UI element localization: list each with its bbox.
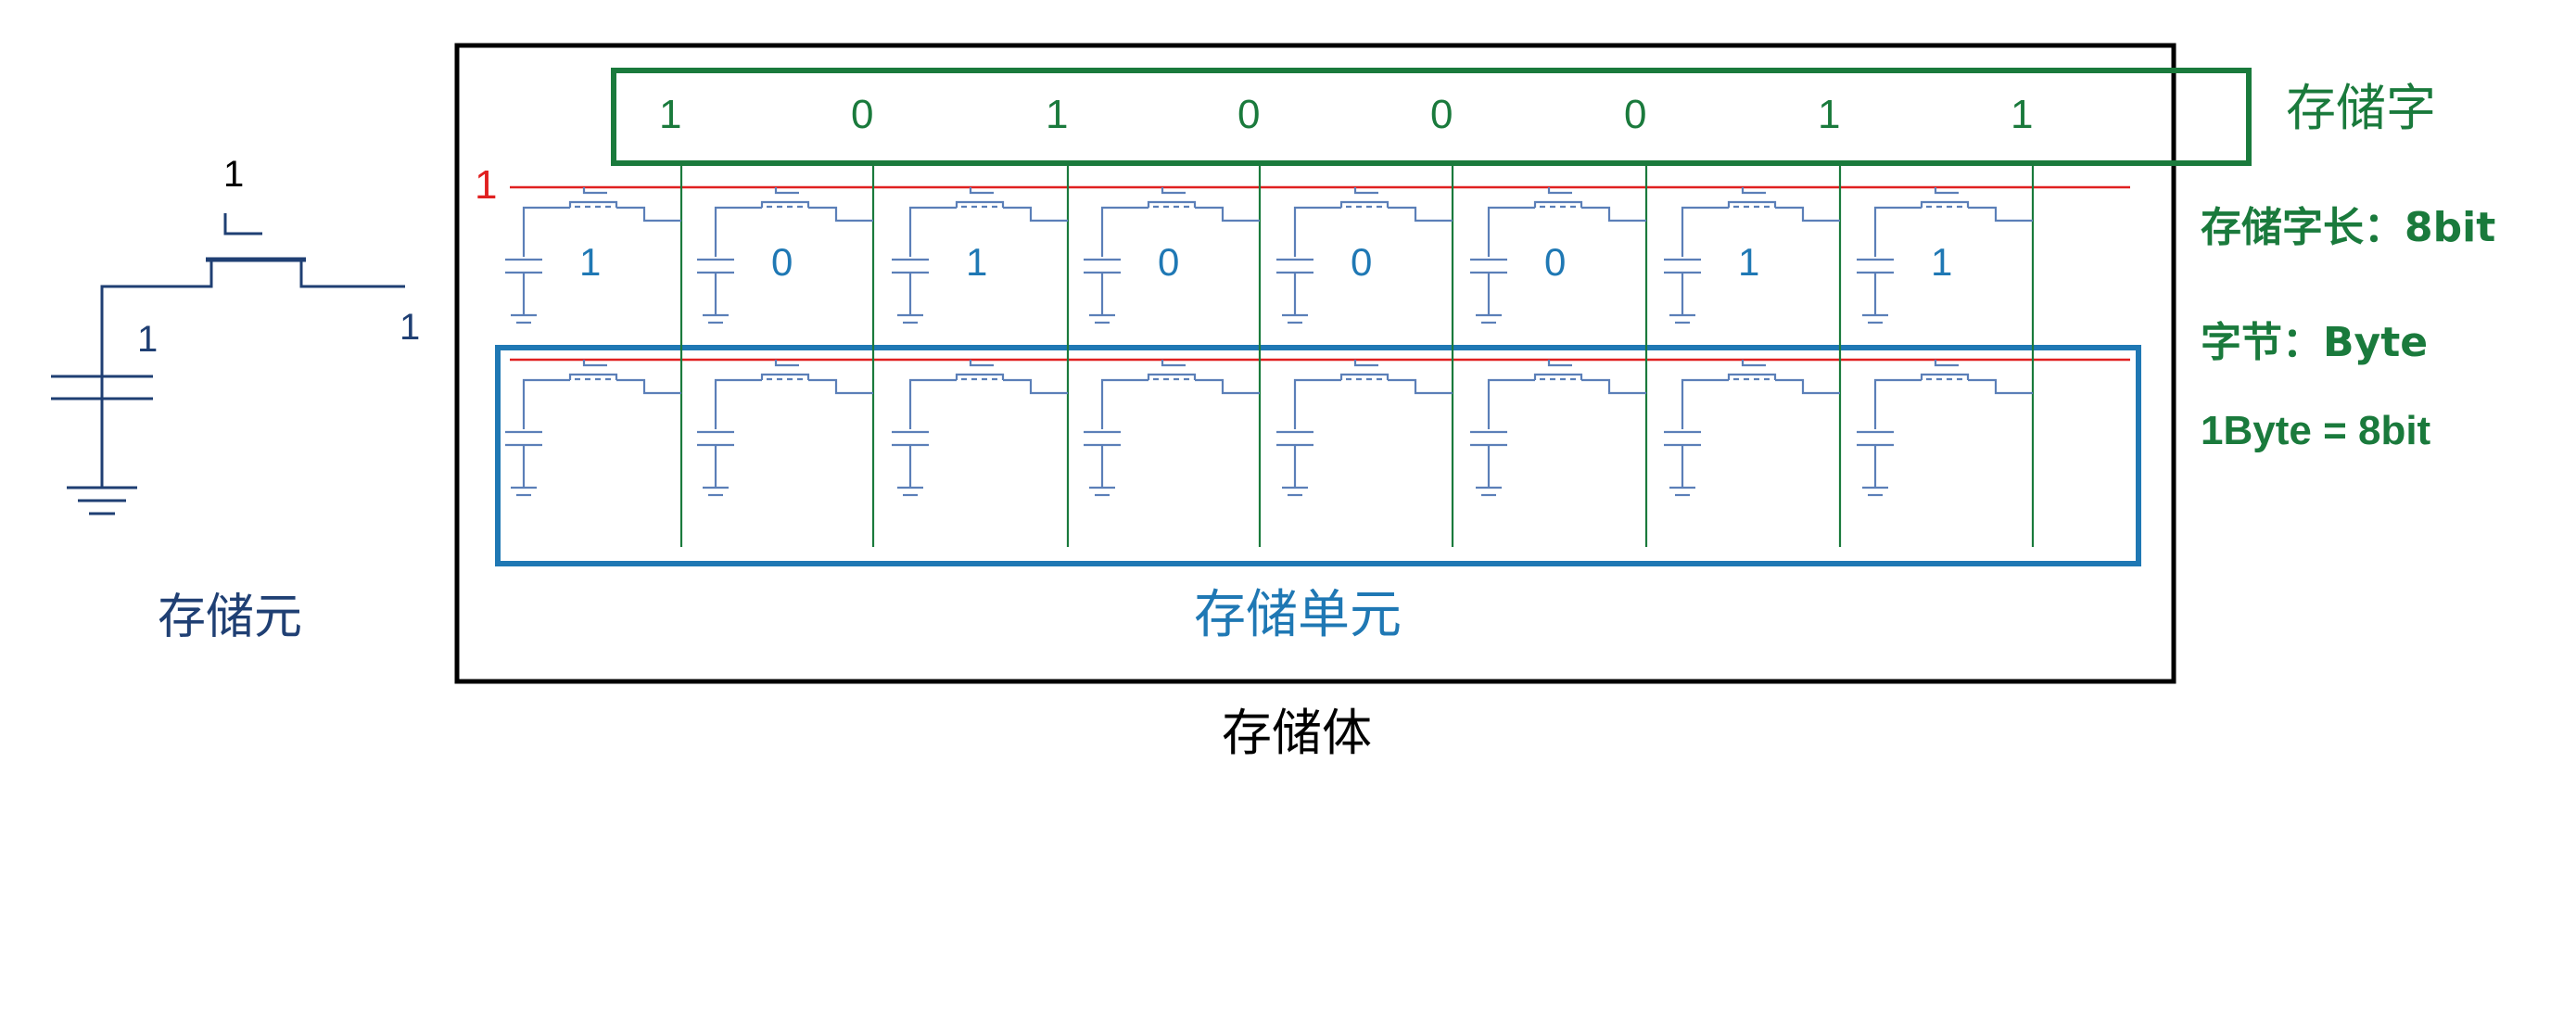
memory-cell: [1664, 360, 1840, 497]
storage-unit-box: [495, 345, 2141, 566]
storage-cell-bit: 1: [579, 240, 602, 284]
word-length-note: 存储字长：8bit: [2201, 204, 2496, 251]
storage-word-bit: 1: [1046, 92, 1069, 137]
storage-word-bit: 0: [1624, 92, 1647, 137]
memory-cell: [1084, 187, 1260, 324]
memory-cell: [1470, 360, 1646, 497]
byte-definition-note: 1Byte = 8bit: [2201, 408, 2431, 453]
memory-cell: [1857, 360, 2033, 497]
element-top-bit: 1: [223, 154, 245, 195]
memory-cell: [1276, 187, 1453, 324]
storage-word-bit: 0: [1237, 92, 1261, 137]
memory-body-caption: 存储体: [1222, 704, 1372, 762]
memory-cell: [1857, 187, 2033, 324]
storage-word-bit: 1: [1818, 92, 1841, 137]
storage-cell-bit: 1: [966, 240, 988, 284]
single-storage-element: [51, 213, 405, 515]
storage-word-bit: 0: [1430, 92, 1453, 137]
memory-cell: [697, 360, 873, 497]
element-right-bit: 1: [400, 307, 421, 348]
storage-cell-bit: 0: [1351, 240, 1373, 284]
memory-body-box: [454, 43, 2176, 684]
memory-cell: [697, 187, 873, 324]
memory-cell: [1276, 360, 1453, 497]
storage-cell-bit: 0: [1544, 240, 1567, 284]
byte-note: 字节：Byte: [2201, 319, 2429, 366]
storage-word-label: 存储字: [2286, 79, 2436, 137]
storage-unit-label: 存储单元: [1194, 585, 1402, 645]
storage-word-bit: 0: [851, 92, 874, 137]
row-select-bit: 1: [475, 162, 498, 208]
storage-element-caption: 存储元: [158, 590, 303, 645]
storage-word-bit: 1: [2011, 92, 2034, 137]
memory-cell: [505, 360, 681, 497]
storage-cell-bit: 1: [1931, 240, 1953, 284]
memory-cells: [505, 187, 2033, 497]
memory-cell: [1084, 360, 1260, 497]
memory-cell: [892, 360, 1068, 497]
memory-cell: [892, 187, 1068, 324]
memory-cell: [1470, 187, 1646, 324]
memory-cell: [505, 187, 681, 324]
storage-word-bit: 1: [659, 92, 682, 137]
element-left-bit: 1: [137, 319, 159, 360]
bit-lines: [679, 163, 2035, 547]
storage-cell-bit: 1: [1738, 240, 1760, 284]
storage-word-box: [611, 68, 2252, 166]
memory-cell: [1664, 187, 1840, 324]
storage-cell-bit: 0: [1158, 240, 1180, 284]
storage-cell-bit: 0: [771, 240, 793, 284]
